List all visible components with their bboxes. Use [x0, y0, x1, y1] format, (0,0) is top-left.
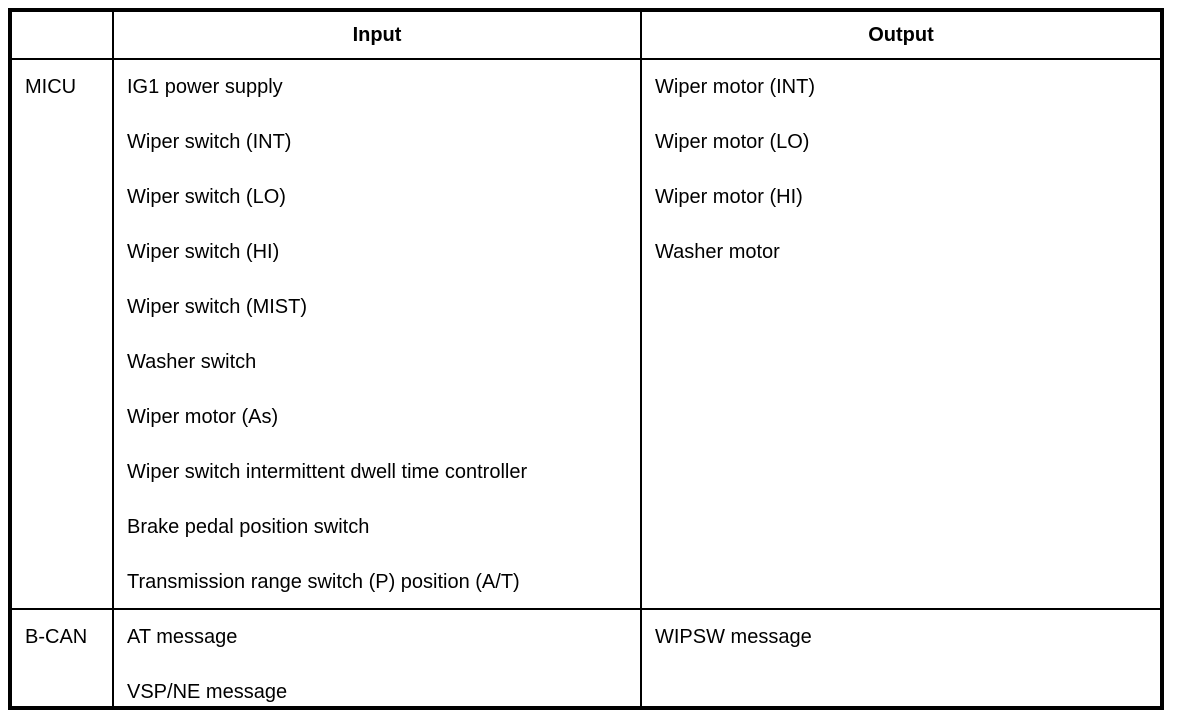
input-item: Transmission range switch (P) position (…	[127, 571, 520, 593]
input-item: IG1 power supply	[127, 76, 283, 98]
input-item: Wiper switch (INT)	[127, 131, 292, 153]
input-item: Washer switch	[127, 351, 257, 373]
b-can-outputs-cell: WIPSW message	[640, 608, 1160, 706]
input-item: Wiper switch (HI)	[127, 241, 280, 263]
header-corner-cell	[12, 12, 112, 58]
row-label-micu: MICU	[12, 58, 112, 608]
column-header-input: Input	[112, 12, 640, 58]
input-item: Wiper switch (MIST)	[127, 296, 307, 318]
output-item: Wiper motor (LO)	[655, 131, 810, 153]
input-item: AT message	[127, 626, 238, 648]
input-item: Wiper switch intermittent dwell time con…	[127, 461, 528, 483]
column-header-output: Output	[640, 12, 1160, 58]
output-item: WIPSW message	[655, 626, 812, 648]
input-item: Wiper switch (LO)	[127, 186, 286, 208]
output-item: Wiper motor (INT)	[655, 76, 815, 98]
input-output-table: Input Output MICU IG1 power supply Wiper…	[8, 8, 1164, 710]
micu-inputs-cell: IG1 power supply Wiper switch (INT) Wipe…	[112, 58, 640, 608]
micu-outputs-cell: Wiper motor (INT) Wiper motor (LO) Wiper…	[640, 58, 1160, 608]
b-can-inputs-cell: AT message VSP/NE message	[112, 608, 640, 706]
input-item: Brake pedal position switch	[127, 516, 370, 538]
output-item: Washer motor	[655, 241, 780, 263]
input-item: VSP/NE message	[127, 681, 288, 703]
output-item: Wiper motor (HI)	[655, 186, 803, 208]
input-item: Wiper motor (As)	[127, 406, 279, 428]
row-label-b-can: B-CAN	[12, 608, 112, 706]
